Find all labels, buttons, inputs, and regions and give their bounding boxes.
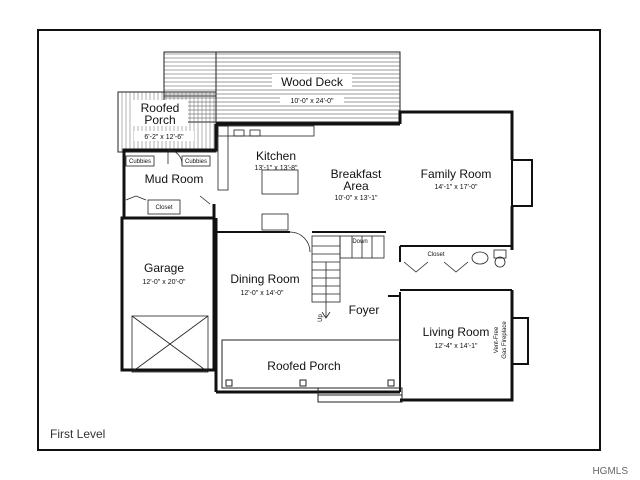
mud-room-details	[125, 149, 211, 215]
frame-border	[37, 29, 601, 451]
wood-deck-dims-bg	[280, 95, 344, 105]
house-walls	[120, 110, 533, 402]
roofed-porch-rear	[117, 91, 217, 153]
room-labels: Wood Deck 10'-0" x 24'-0" Roofed Porch 6…	[141, 75, 492, 373]
garage-dims: 12'-0" x 20'-0"	[142, 279, 186, 286]
roofed-porch-front-name: Roofed Porch	[267, 359, 340, 373]
small-labels: Cubbies Cubbies Closet Closet Down Up Ve…	[129, 159, 508, 359]
foyer-name: Foyer	[349, 303, 380, 317]
roofed-porch-front	[221, 339, 403, 403]
kitchen-details	[217, 125, 315, 253]
level-label: First Level	[50, 427, 105, 441]
breakfast-name-2: Area	[343, 179, 369, 193]
mud-closet-label: Closet	[155, 205, 172, 211]
hall-closet-label: Closet	[427, 252, 444, 258]
cubbies-left-label: Cubbies	[129, 159, 151, 165]
hall-closet-bath	[403, 249, 507, 273]
kitchen-dims: 13'-1" x 13'-8"	[254, 165, 298, 172]
fireplace-label-1: Vent-Free	[494, 326, 500, 353]
wood-deck-name: Wood Deck	[281, 75, 344, 89]
breakfast-name-1: Breakfast	[331, 167, 382, 181]
breakfast-dims: 10'-0" x 13'-1"	[334, 195, 378, 202]
dining-room-dims: 12'-0" x 14'-0"	[240, 290, 284, 297]
fireplace-label-2: Gas Fireplace	[502, 321, 508, 359]
roofed-porch-rear-name-2: Porch	[144, 113, 175, 127]
roofed-porch-rear-name-1: Roofed	[141, 101, 180, 115]
stairs-up-label: Up	[318, 314, 324, 322]
watermark: HGMLS	[592, 466, 628, 477]
garage-name: Garage	[144, 261, 184, 275]
family-room-name: Family Room	[421, 167, 492, 181]
kitchen-name: Kitchen	[256, 149, 296, 163]
cubbies-right-label: Cubbies	[185, 159, 207, 165]
garage-door	[131, 315, 209, 373]
dining-room-name: Dining Room	[230, 272, 299, 286]
wood-deck-dims: 10'-0" x 24'-0"	[290, 98, 334, 105]
living-room-name: Living Room	[423, 325, 490, 339]
mud-room-name: Mud Room	[145, 172, 204, 186]
roofed-porch-rear-dims: 6'-2" x 12'-6"	[144, 134, 184, 141]
staircase	[311, 235, 385, 319]
family-room-dims: 14'-1" x 17'-0"	[434, 184, 478, 191]
stairs-down-label: Down	[352, 239, 367, 245]
wood-deck-label-bg	[272, 74, 352, 88]
living-room-dims: 12'-4" x 14'-1"	[434, 343, 478, 350]
